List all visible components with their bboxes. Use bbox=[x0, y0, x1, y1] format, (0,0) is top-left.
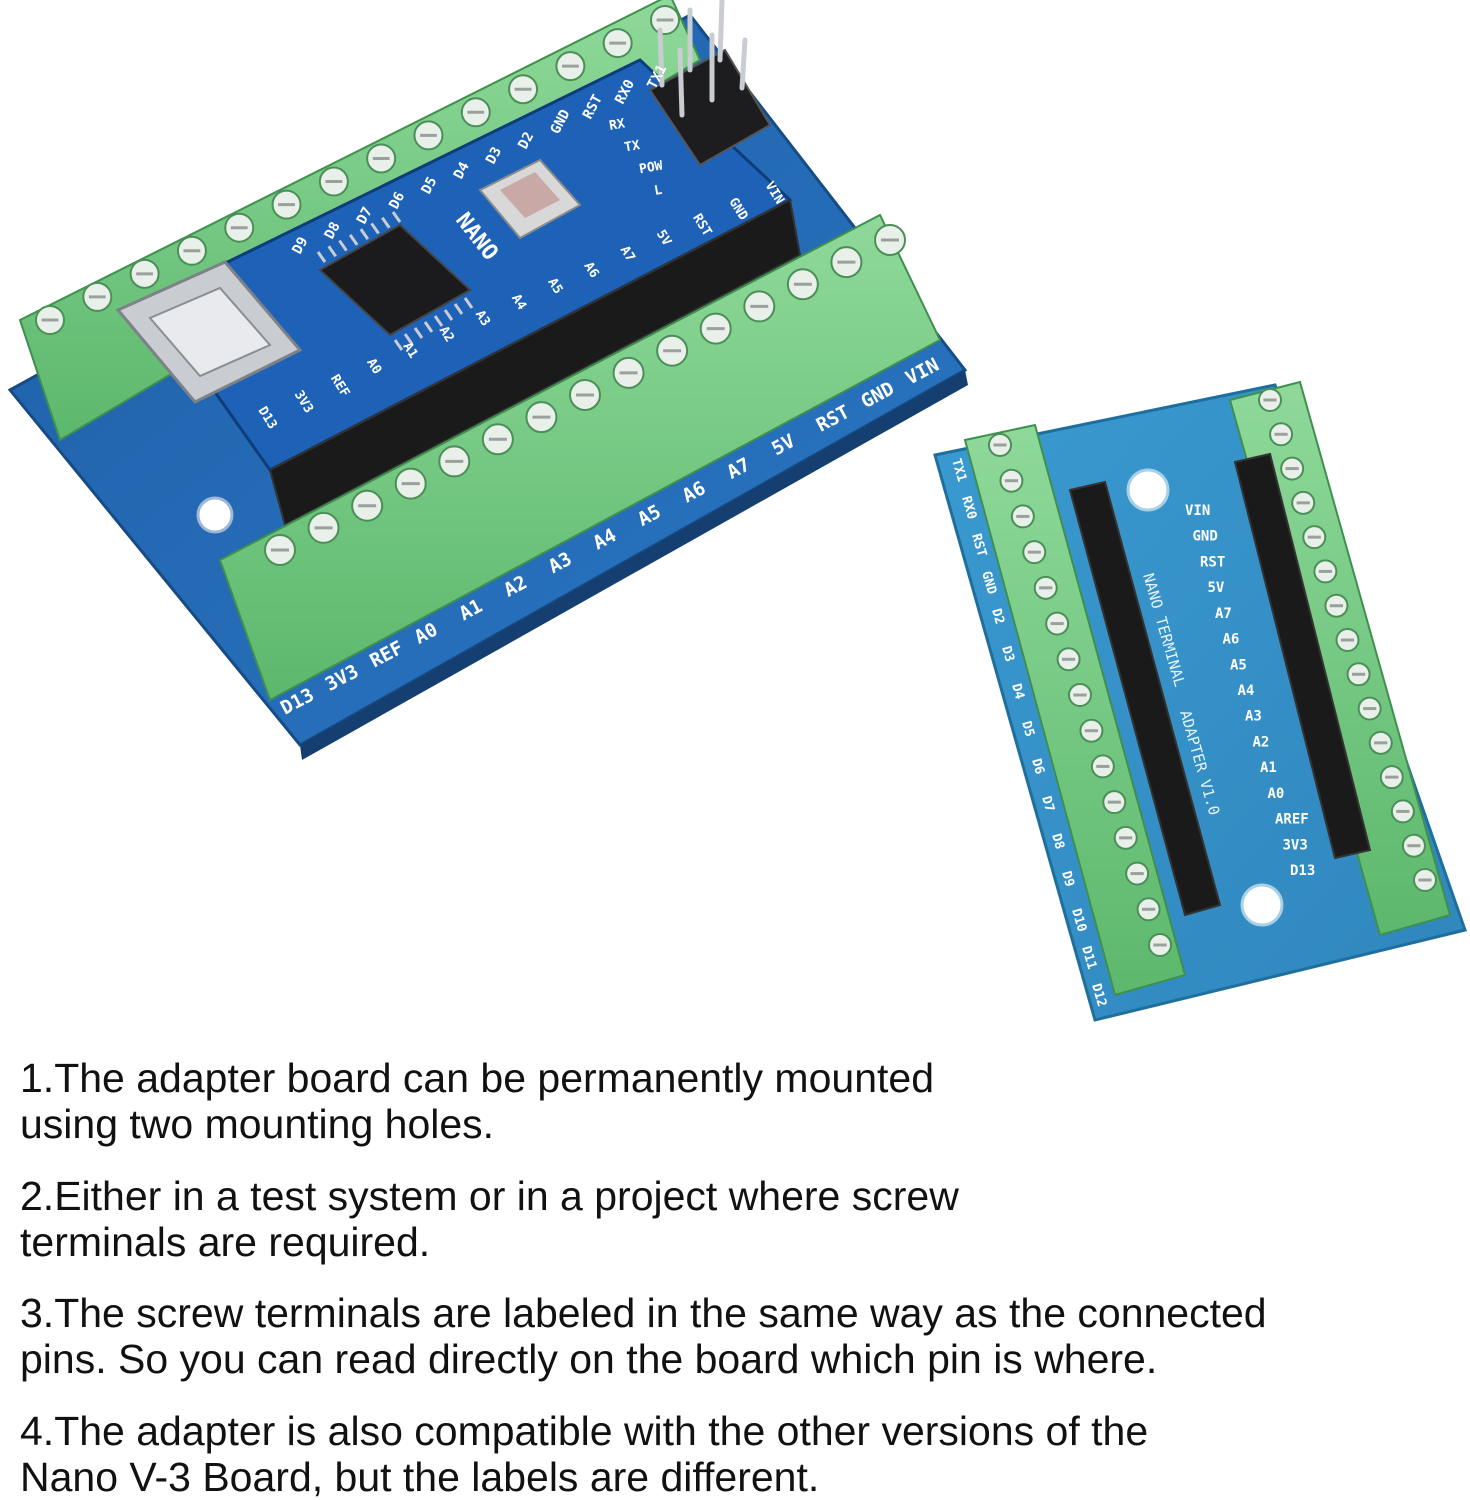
pin-label: A5 bbox=[544, 276, 565, 297]
main-bottom-terminal-block bbox=[218, 213, 942, 702]
pin-label: D11 bbox=[1078, 944, 1099, 971]
pin-label: D9 bbox=[289, 234, 311, 256]
pin-label: D7 bbox=[1038, 794, 1057, 813]
feature-1-line-1: 1.The adapter board can be permanently m… bbox=[20, 1055, 934, 1101]
pin-label: D5 bbox=[418, 174, 440, 196]
pin-label: VIN bbox=[1185, 503, 1210, 519]
adapter-mounting-hole-bottom bbox=[1240, 883, 1284, 927]
feature-2-line-2: terminals are required. bbox=[20, 1219, 431, 1265]
pin-label: D5 bbox=[1018, 719, 1037, 738]
pin-label: TX bbox=[623, 138, 641, 156]
atmega-chip bbox=[316, 211, 474, 351]
adapter-right-screws bbox=[1258, 388, 1437, 892]
pin-label: D3 bbox=[483, 144, 505, 166]
pin-label: D6 bbox=[1028, 757, 1047, 776]
pin-label: A0 bbox=[1268, 786, 1285, 802]
pin-label: D8 bbox=[1048, 832, 1067, 851]
pin-label: GND bbox=[978, 569, 999, 596]
feature-3-line-1: 3.The screw terminals are labeled in the… bbox=[20, 1290, 1267, 1336]
pin-label: RX bbox=[608, 116, 626, 134]
pin-label: A0 bbox=[363, 356, 384, 377]
pin-label: D10 bbox=[1068, 907, 1089, 934]
pin-label: A4 bbox=[1238, 683, 1255, 699]
pin-label: A1 bbox=[1260, 760, 1277, 776]
pin-label: TX1 bbox=[948, 457, 969, 484]
adapter-left-female-header bbox=[1068, 480, 1222, 917]
main-female-header bbox=[268, 198, 802, 527]
pin-label: D9 bbox=[1058, 869, 1077, 888]
feature-3: 3.The screw terminals are labeled in the… bbox=[20, 1290, 1460, 1382]
pin-label: D3 bbox=[998, 644, 1017, 663]
nano-led-labels: RX TX POW L bbox=[608, 116, 664, 199]
feature-3-line-2: pins. So you can read directly on the bo… bbox=[20, 1336, 1158, 1382]
main-top-screws bbox=[35, 5, 680, 335]
adapter-mounting-hole-top bbox=[1126, 468, 1170, 512]
icsp-header bbox=[648, 0, 772, 167]
pin-label: A2 bbox=[1253, 734, 1270, 750]
main-bottom-screws bbox=[264, 224, 906, 566]
feature-4-line-1: 4.The adapter is also compatible with th… bbox=[20, 1408, 1149, 1454]
pin-label: L bbox=[653, 183, 663, 199]
pin-label: A3 bbox=[1245, 709, 1262, 725]
feature-1-line-2: using two mounting holes. bbox=[20, 1101, 495, 1147]
pin-label: 3V3 bbox=[1283, 837, 1308, 853]
pin-label: D6 bbox=[386, 189, 408, 211]
feature-4-line-2: Nano V-3 Board, but the labels are diffe… bbox=[20, 1454, 820, 1500]
adapter-right-female-header bbox=[1233, 452, 1372, 860]
pin-label: A7 bbox=[617, 243, 638, 264]
pin-label: D7 bbox=[354, 204, 376, 226]
adapter-left-terminal-block bbox=[963, 423, 1187, 997]
pin-label: A2 bbox=[436, 324, 457, 345]
pin-label: A6 bbox=[1223, 632, 1240, 648]
pin-label: D8 bbox=[322, 219, 344, 241]
pin-label: D4 bbox=[451, 159, 473, 181]
pin-label: A3 bbox=[472, 308, 493, 329]
pin-label: D2 bbox=[988, 607, 1007, 626]
pin-label: A5 bbox=[1230, 657, 1247, 673]
pin-label: A7 bbox=[1215, 606, 1232, 622]
feature-4: 4.The adapter is also compatible with th… bbox=[20, 1408, 1460, 1500]
pin-label: A4 bbox=[508, 292, 529, 313]
pin-label: D4 bbox=[1008, 682, 1027, 701]
pin-label: 5V bbox=[1208, 580, 1225, 596]
main-mounting-hole bbox=[196, 496, 234, 534]
adapter-left-screws bbox=[988, 433, 1172, 957]
pin-label: 5V bbox=[653, 227, 674, 248]
pin-label: D13 bbox=[1290, 863, 1315, 879]
mini-usb-connector bbox=[115, 260, 303, 404]
pin-label: AREF bbox=[1275, 812, 1309, 828]
pin-label: POW bbox=[638, 158, 664, 177]
pin-label: RST bbox=[968, 532, 989, 559]
pin-label: RST bbox=[1200, 554, 1225, 570]
pin-label: D2 bbox=[515, 129, 537, 151]
feature-2-line-1: 2.Either in a test system or in a projec… bbox=[20, 1173, 959, 1219]
pin-label: GND bbox=[1193, 529, 1218, 545]
pin-label: RX0 bbox=[958, 494, 979, 521]
pin-label: D12 bbox=[1088, 982, 1109, 1009]
pin-label: A6 bbox=[581, 260, 602, 281]
feature-2: 2.Either in a test system or in a projec… bbox=[20, 1173, 1460, 1265]
feature-1: 1.The adapter board can be permanently m… bbox=[20, 1055, 1460, 1147]
pin-label: A1 bbox=[399, 340, 420, 361]
reset-button bbox=[478, 158, 582, 240]
